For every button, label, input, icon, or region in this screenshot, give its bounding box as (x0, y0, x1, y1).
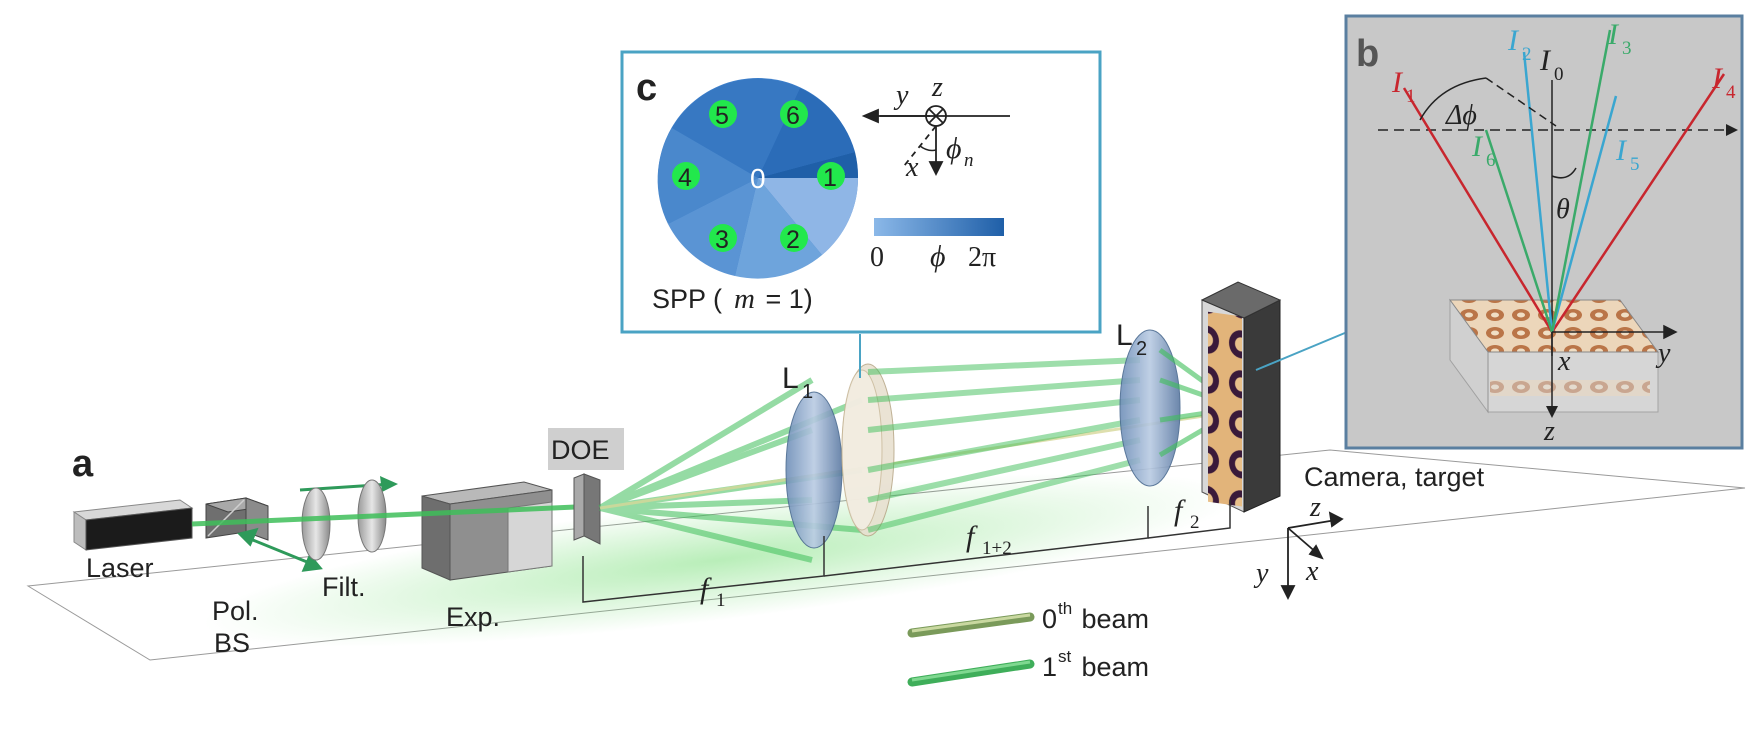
legend-first-swatch (907, 659, 1035, 687)
panel-c: c 0 1 2 3 4 5 6 SPP ( m = 1) (620, 50, 1102, 334)
camera-target (1200, 281, 1282, 513)
collimated-beams (867, 357, 1141, 533)
legend-first-post: beam (1074, 652, 1149, 682)
spp-caption-pre: SPP ( (652, 284, 722, 314)
panel-b-label: b (1356, 33, 1379, 75)
label-I4: I (1711, 62, 1724, 95)
panel-c-label: c (636, 67, 657, 109)
panel-c-axis-x: x (905, 152, 919, 183)
lens-l2 (1119, 329, 1181, 487)
reference-arrow (1726, 124, 1738, 136)
polarization-arrow (237, 527, 323, 572)
theta-arc (1551, 167, 1577, 179)
panel-b: b (1344, 14, 1744, 450)
label-I0-sub: 0 (1554, 64, 1564, 85)
spp-segment-4: 4 (678, 164, 692, 192)
pol-bs-label-line2: BS (214, 628, 250, 658)
laser-label: Laser (86, 553, 154, 583)
f12-sub: 1+2 (982, 538, 1012, 559)
legend-zeroth-swatch (907, 612, 1035, 638)
delta-phi-dash (1485, 77, 1557, 127)
legend-first-sup: st (1058, 647, 1072, 666)
label-I4-sub: 4 (1726, 82, 1736, 103)
legend-zeroth-pre: 0 (1042, 604, 1057, 634)
label-I3-sub: 3 (1622, 38, 1632, 59)
lens1-sub: 1 (802, 381, 813, 403)
interference-beams (1402, 29, 1726, 333)
spp-caption-m: m (734, 283, 755, 315)
legend-zeroth-sup: th (1058, 599, 1072, 618)
label-I3: I (1607, 18, 1620, 51)
beam-expander (421, 481, 553, 581)
table-glow (203, 473, 1237, 647)
panel-c-axis-z: z (931, 72, 943, 103)
spp-caption-post: = 1) (758, 284, 813, 314)
main-axis-x: x (1305, 556, 1319, 587)
label-I6: I (1471, 130, 1484, 163)
panel-c-axis-y: y (893, 80, 909, 111)
phase-colorbar (874, 218, 1004, 236)
legend: 0 th beam 1 st beam (907, 599, 1149, 687)
panel-c-phi-n: ϕ (946, 132, 962, 165)
label-I2-sub: 2 (1522, 44, 1532, 65)
spp-segment-2: 2 (786, 226, 800, 254)
legend-zeroth-post: beam (1074, 604, 1149, 634)
label-I6-sub: 6 (1486, 150, 1496, 171)
colorbar-min: 0 (870, 242, 884, 273)
label-delta-phi: Δϕ (1445, 100, 1477, 131)
spp-segment-5: 5 (715, 102, 729, 130)
doe-element (573, 473, 601, 545)
f2-sub: 2 (1190, 512, 1200, 533)
panel-b-axis-z: z (1543, 416, 1555, 447)
focal-brackets (582, 500, 1231, 603)
lens2-sub: 2 (1136, 338, 1147, 360)
main-axes (1280, 511, 1344, 601)
spp-segment-3: 3 (715, 226, 729, 254)
main-axis-y: y (1253, 558, 1269, 589)
label-I1: I (1391, 66, 1404, 99)
spp-dots (672, 100, 845, 252)
delta-phi-arc (1419, 77, 1487, 121)
spp-disc (657, 78, 859, 279)
filter-label: Filt. (322, 572, 366, 602)
label-I1-sub: 1 (1406, 86, 1416, 107)
f1-sub: 1 (716, 590, 726, 611)
axis-i0-arrow (1546, 406, 1558, 418)
panel-c-phi-n-sub: n (964, 150, 974, 171)
label-theta: θ (1556, 194, 1570, 225)
doe-label: DOE (551, 435, 610, 465)
label-I2: I (1507, 24, 1520, 57)
phi-n-arc (919, 145, 937, 152)
panel-b-axes (1551, 324, 1678, 356)
spp-segment-6: 6 (786, 102, 800, 130)
colorbar-mid: ϕ (930, 240, 946, 273)
lens-l1 (785, 363, 895, 549)
lens2-label: L (1116, 319, 1133, 352)
input-beam (191, 503, 599, 527)
label-I0: I (1539, 44, 1552, 77)
pol-bs-label-line1: Pol. (212, 596, 259, 626)
panel-b-axis-y: y (1655, 338, 1671, 369)
polarizing-beam-splitter (205, 497, 269, 541)
spp-segment-0: 0 (750, 163, 766, 194)
lens1-label: L (782, 362, 799, 395)
label-I5: I (1615, 134, 1628, 167)
laser (72, 499, 194, 551)
panel-b-axis-x: x (1557, 346, 1571, 377)
camera-label: Camera, target (1304, 462, 1485, 492)
main-axis-z: z (1309, 492, 1321, 523)
label-I5-sub: 5 (1630, 154, 1640, 175)
colorbar-max: 2π (968, 242, 996, 273)
spatial-filter (301, 479, 387, 561)
panel-a-label: a (72, 443, 94, 485)
expander-label: Exp. (446, 602, 500, 632)
legend-first-pre: 1 (1042, 652, 1057, 682)
panel-b-connector (1255, 329, 1353, 371)
spp-segment-1: 1 (823, 164, 837, 192)
doe-label-bg (548, 428, 624, 470)
